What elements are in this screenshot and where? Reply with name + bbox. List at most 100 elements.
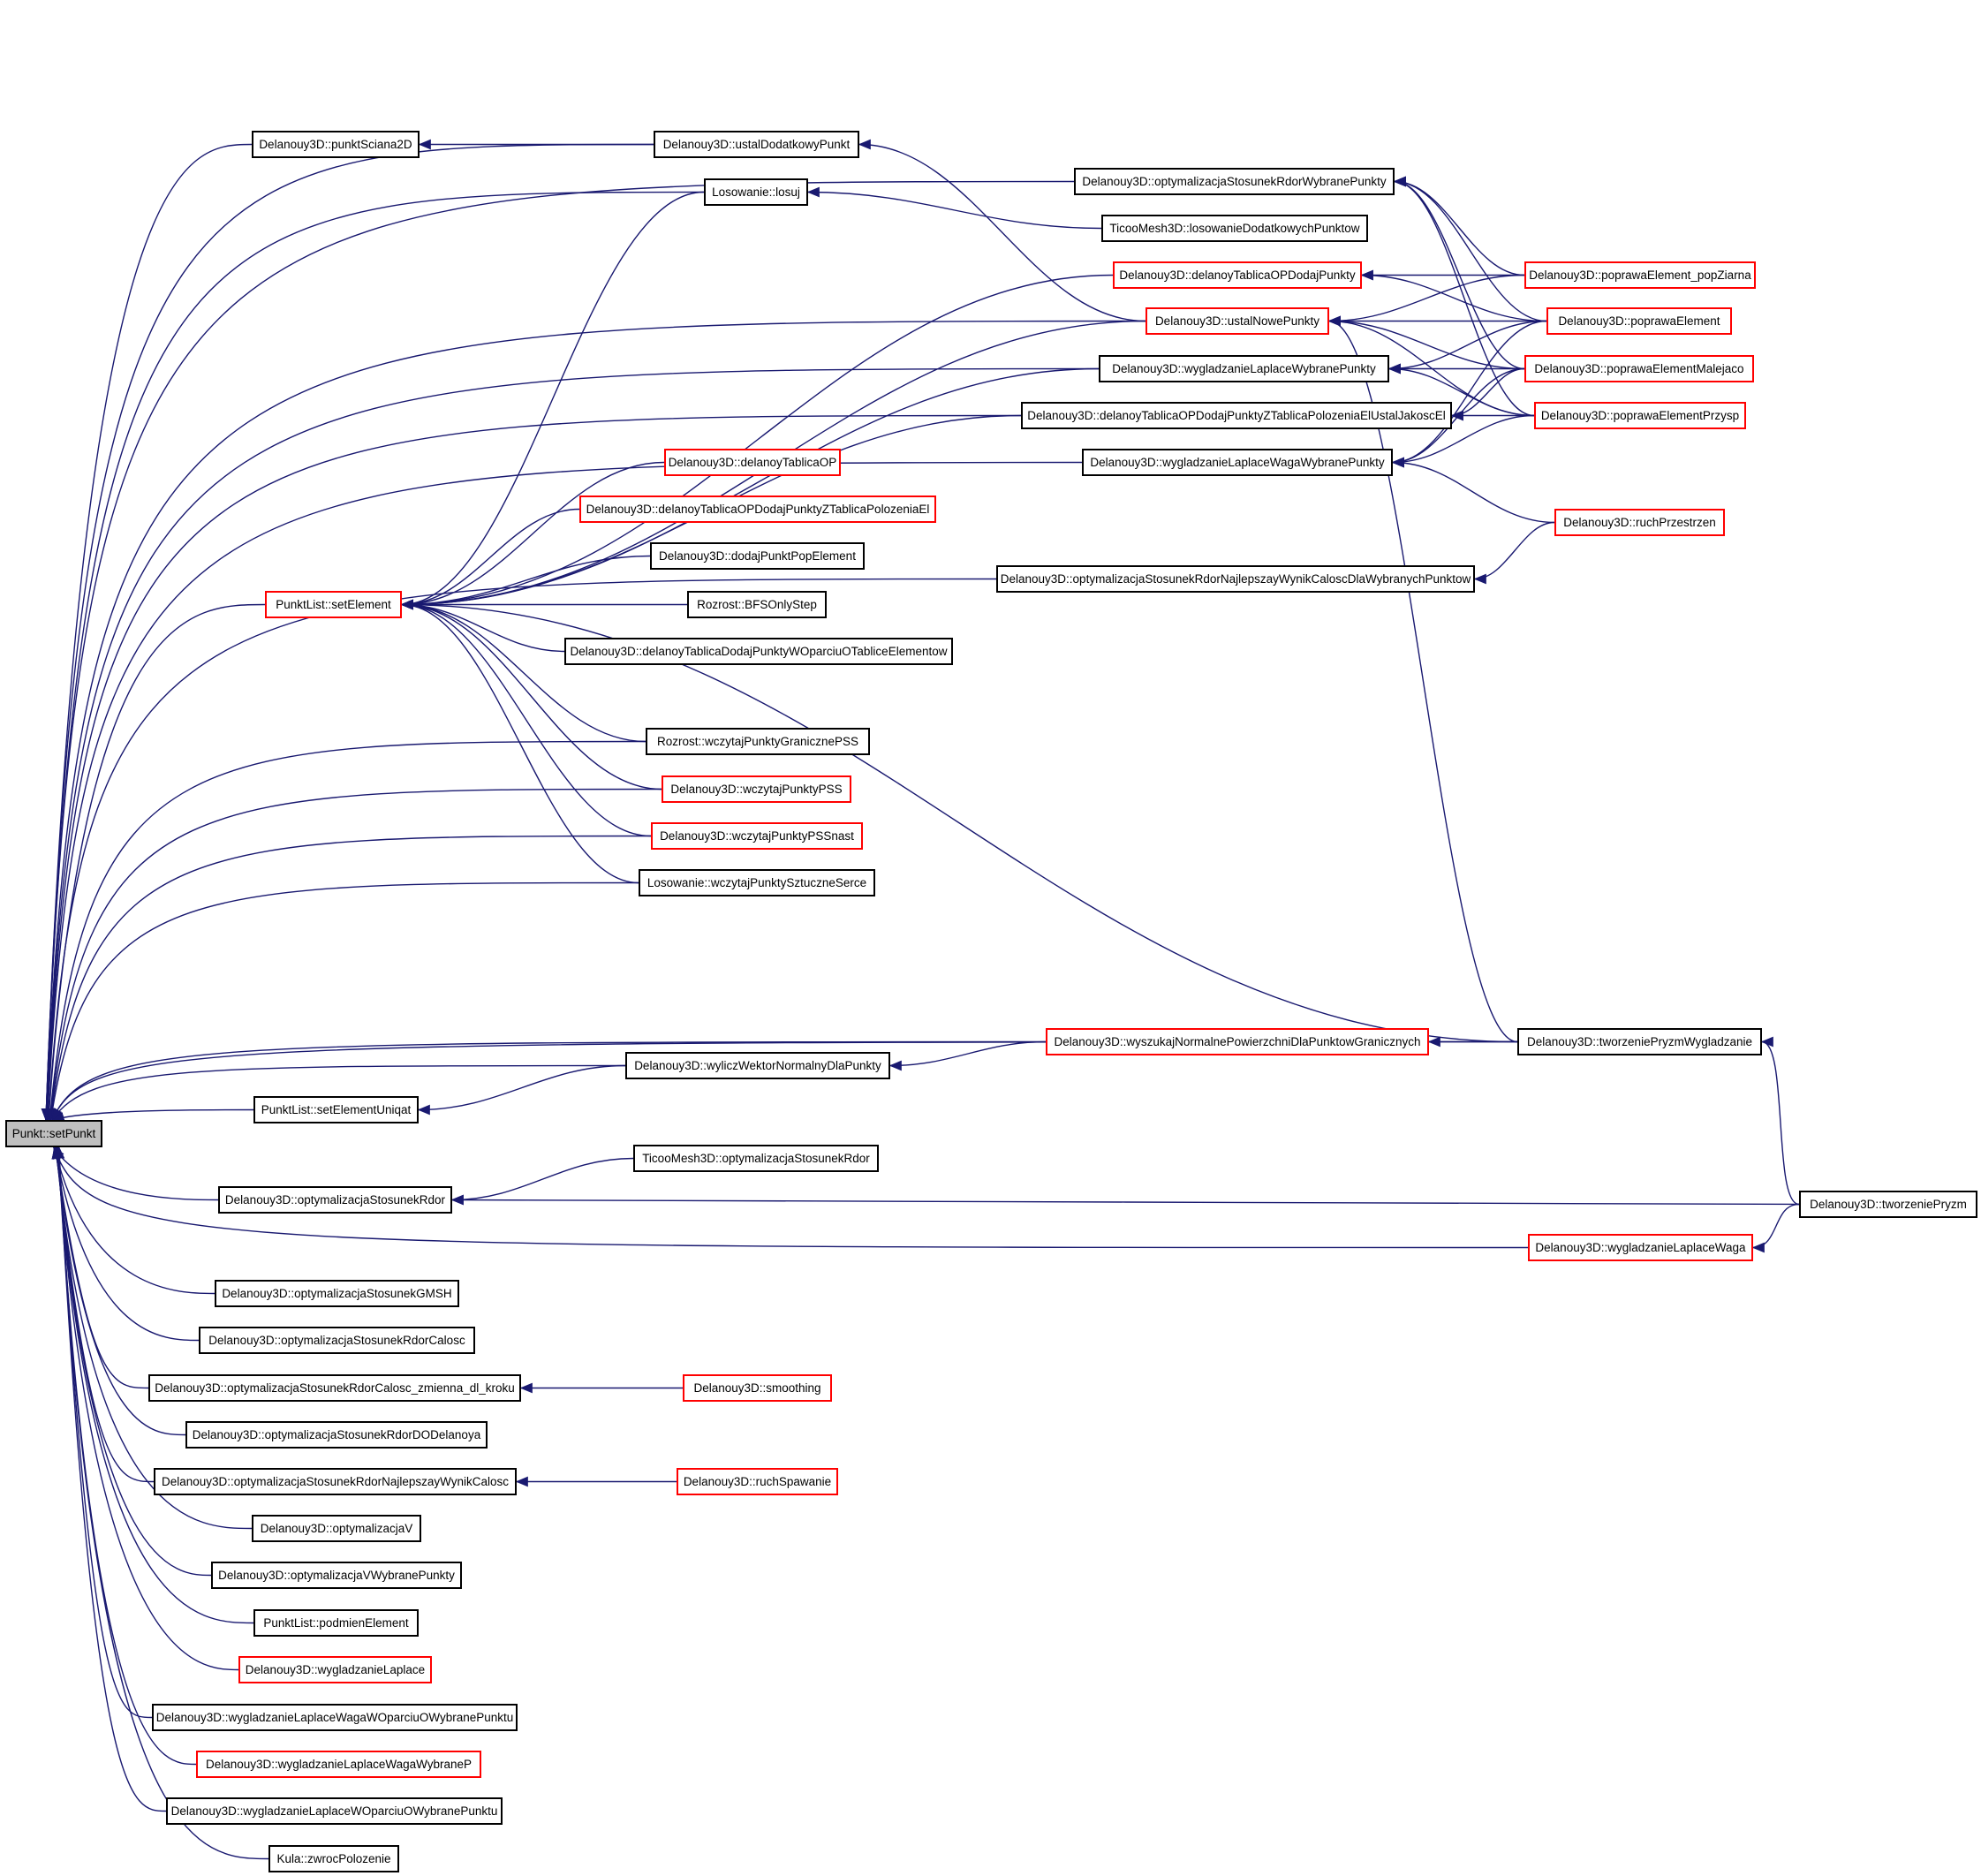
graph-node[interactable]: Delanouy3D::wygladzanieLaplaceWOparciuOW… <box>166 1797 503 1825</box>
call-edge <box>46 788 662 1122</box>
graph-node[interactable]: Delanouy3D::optymalizacjaStosunekRdorNaj… <box>996 565 1475 593</box>
graph-node[interactable]: Delanouy3D::poprawaElementMalejaco <box>1524 355 1754 382</box>
graph-node[interactable]: Delanouy3D::optymalizacjaStosunekRdorDOD… <box>185 1421 488 1449</box>
call-edge <box>41 143 654 1122</box>
graph-node[interactable]: Rozrost::BFSOnlyStep <box>687 591 827 618</box>
call-edge <box>46 835 652 1122</box>
graph-node[interactable]: Losowanie::losuj <box>704 178 808 206</box>
call-edge <box>1391 367 1525 468</box>
graph-node[interactable]: Delanouy3D::ruchSpawanie <box>677 1468 838 1495</box>
graph-node[interactable]: Delanouy3D::ruchPrzestrzen <box>1554 509 1725 536</box>
graph-node[interactable]: Delanouy3D::ustalNowePunkty <box>1146 307 1329 335</box>
graph-node[interactable]: Delanouy3D::wczytajPunktyPSSnast <box>651 822 863 850</box>
call-edge <box>400 461 665 610</box>
graph-node[interactable]: Rozrost::wczytajPunktyGranicznePSS <box>646 728 870 755</box>
call-edge <box>1387 363 1535 417</box>
call-edge <box>43 578 997 1122</box>
graph-node[interactable]: Delanouy3D::optymalizacjaStosunekRdorWyb… <box>1074 168 1395 195</box>
graph-node[interactable]: Delanouy3D::wygladzanieLaplaceWagaWybran… <box>196 1751 481 1778</box>
call-edge <box>400 599 662 790</box>
call-edge <box>1387 320 1547 374</box>
graph-node[interactable]: Delanouy3D::delanoyTablicaOPDodajPunktyZ… <box>1021 402 1452 429</box>
call-edge <box>54 1146 269 1860</box>
graph-node[interactable]: TicooMesh3D::optymalizacjaStosunekRdor <box>633 1145 879 1172</box>
graph-node[interactable]: Delanouy3D::delanoyTablicaDodajPunktyWOp… <box>564 638 953 665</box>
call-edge <box>45 740 646 1122</box>
graph-node[interactable]: Delanouy3D::wygladzanieLaplaceWagaWOparc… <box>152 1704 518 1731</box>
graph-node[interactable]: Delanouy3D::wyliczWektorNormalnyDlaPunkt… <box>625 1052 890 1079</box>
call-edge <box>400 599 1518 1043</box>
call-edge <box>400 555 651 610</box>
call-edge <box>53 1146 153 1719</box>
graph-node[interactable]: Delanouy3D::wyszukajNormalnePowierzchniD… <box>1046 1028 1429 1055</box>
call-edge <box>51 1146 186 1436</box>
graph-node[interactable]: Delanouy3D::poprawaElement <box>1546 307 1732 335</box>
call-edge <box>52 1146 1529 1249</box>
call-edge <box>858 139 1146 322</box>
graph-node[interactable]: PunktList::setElement <box>265 591 402 618</box>
graph-node[interactable]: Delanouy3D::smoothing <box>683 1374 832 1402</box>
graph-node[interactable]: PunktList::setElementUniqat <box>253 1096 419 1123</box>
call-edge <box>1393 176 1547 322</box>
graph-node[interactable]: Delanouy3D::poprawaElement_popZiarna <box>1524 261 1756 289</box>
graph-node[interactable]: Delanouy3D::optymalizacjaVWybranePunkty <box>211 1562 462 1589</box>
call-edge <box>1393 176 1525 276</box>
call-edge <box>52 1146 253 1530</box>
call-edge <box>400 274 1114 610</box>
call-edge <box>42 461 1083 1122</box>
graph-node[interactable]: Kula::zwrocPolozenie <box>268 1845 399 1872</box>
graph-node[interactable]: Delanouy3D::optymalizacjaStosunekRdorCal… <box>148 1374 521 1402</box>
graph-node[interactable]: Delanouy3D::ustalDodatkowyPunkt <box>654 131 859 158</box>
call-edge <box>400 599 639 884</box>
call-edge <box>54 1146 167 1812</box>
call-edge <box>400 599 646 743</box>
graph-node[interactable]: Losowanie::wczytajPunktySztuczneSerce <box>639 869 875 896</box>
graph-node[interactable]: Delanouy3D::wygladzanieLaplace <box>238 1656 432 1683</box>
call-edge <box>51 1146 200 1342</box>
graph-node[interactable]: Delanouy3D::poprawaElementPrzysp <box>1534 402 1746 429</box>
call-edge <box>51 1064 626 1121</box>
graph-node[interactable]: PunktList::podmienElement <box>253 1609 419 1637</box>
call-edge <box>1327 315 1525 370</box>
graph-node[interactable]: Delanouy3D::wygladzanieLaplaceWagaWybran… <box>1082 449 1393 476</box>
graph-node[interactable]: Delanouy3D::optymalizacjaStosunekRdorNaj… <box>154 1468 517 1495</box>
call-edge <box>1760 1036 1800 1206</box>
graph-node[interactable]: Delanouy3D::optymalizacjaStosunekRdorCal… <box>199 1327 475 1354</box>
call-edge <box>888 1040 1047 1071</box>
graph-node[interactable]: Delanouy3D::wczytajPunktyPSS <box>662 775 851 803</box>
call-edge <box>1751 1203 1800 1253</box>
call-edge <box>1391 457 1555 524</box>
call-edge <box>51 1040 1047 1122</box>
graph-node[interactable]: Delanouy3D::punktSciana2D <box>252 131 420 158</box>
graph-node[interactable]: Delanouy3D::wygladzanieLaplaceWaga <box>1528 1234 1753 1261</box>
graph-node[interactable]: Delanouy3D::delanoyTablicaOP <box>664 449 841 476</box>
call-edge <box>51 1146 149 1389</box>
graph-node[interactable]: Delanouy3D::delanoyTablicaOPDodajPunkty <box>1113 261 1362 289</box>
graph-node[interactable]: Delanouy3D::optymalizacjaStosunekRdor <box>218 1186 452 1214</box>
call-edge <box>52 1146 212 1577</box>
call-edge <box>42 367 1100 1122</box>
root-node[interactable]: Punkt::setPunkt <box>5 1120 102 1147</box>
call-edge <box>806 186 1102 230</box>
graph-node[interactable]: Delanouy3D::optymalizacjaStosunekGMSH <box>215 1280 459 1307</box>
call-edge <box>51 1040 1518 1122</box>
graph-node[interactable]: Delanouy3D::delanoyTablicaOPDodajPunktyZ… <box>579 495 936 523</box>
call-edge <box>1391 414 1535 468</box>
call-edge <box>450 1157 634 1206</box>
graph-node[interactable]: Delanouy3D::tworzeniePryzmWygladzanie <box>1517 1028 1762 1055</box>
call-edge <box>51 1146 155 1483</box>
call-edge <box>1391 320 1547 468</box>
graph-node[interactable]: TicooMesh3D::losowanieDodatkowychPunktow <box>1101 215 1368 242</box>
call-edge <box>51 1146 215 1295</box>
call-edge <box>417 1064 626 1116</box>
graph-node[interactable]: Delanouy3D::optymalizacjaV <box>252 1515 421 1542</box>
graph-node[interactable]: Delanouy3D::tworzeniePryzm <box>1799 1191 1977 1218</box>
call-edge <box>51 1108 254 1123</box>
call-edge <box>1473 521 1555 585</box>
graph-node[interactable]: Delanouy3D::dodajPunktPopElement <box>650 542 865 570</box>
call-edge <box>44 603 266 1122</box>
call-edge <box>53 1146 239 1671</box>
call-edge <box>41 191 705 1122</box>
call-edge <box>1360 269 1547 322</box>
graph-node[interactable]: Delanouy3D::wygladzanieLaplaceWybranePun… <box>1099 355 1389 382</box>
